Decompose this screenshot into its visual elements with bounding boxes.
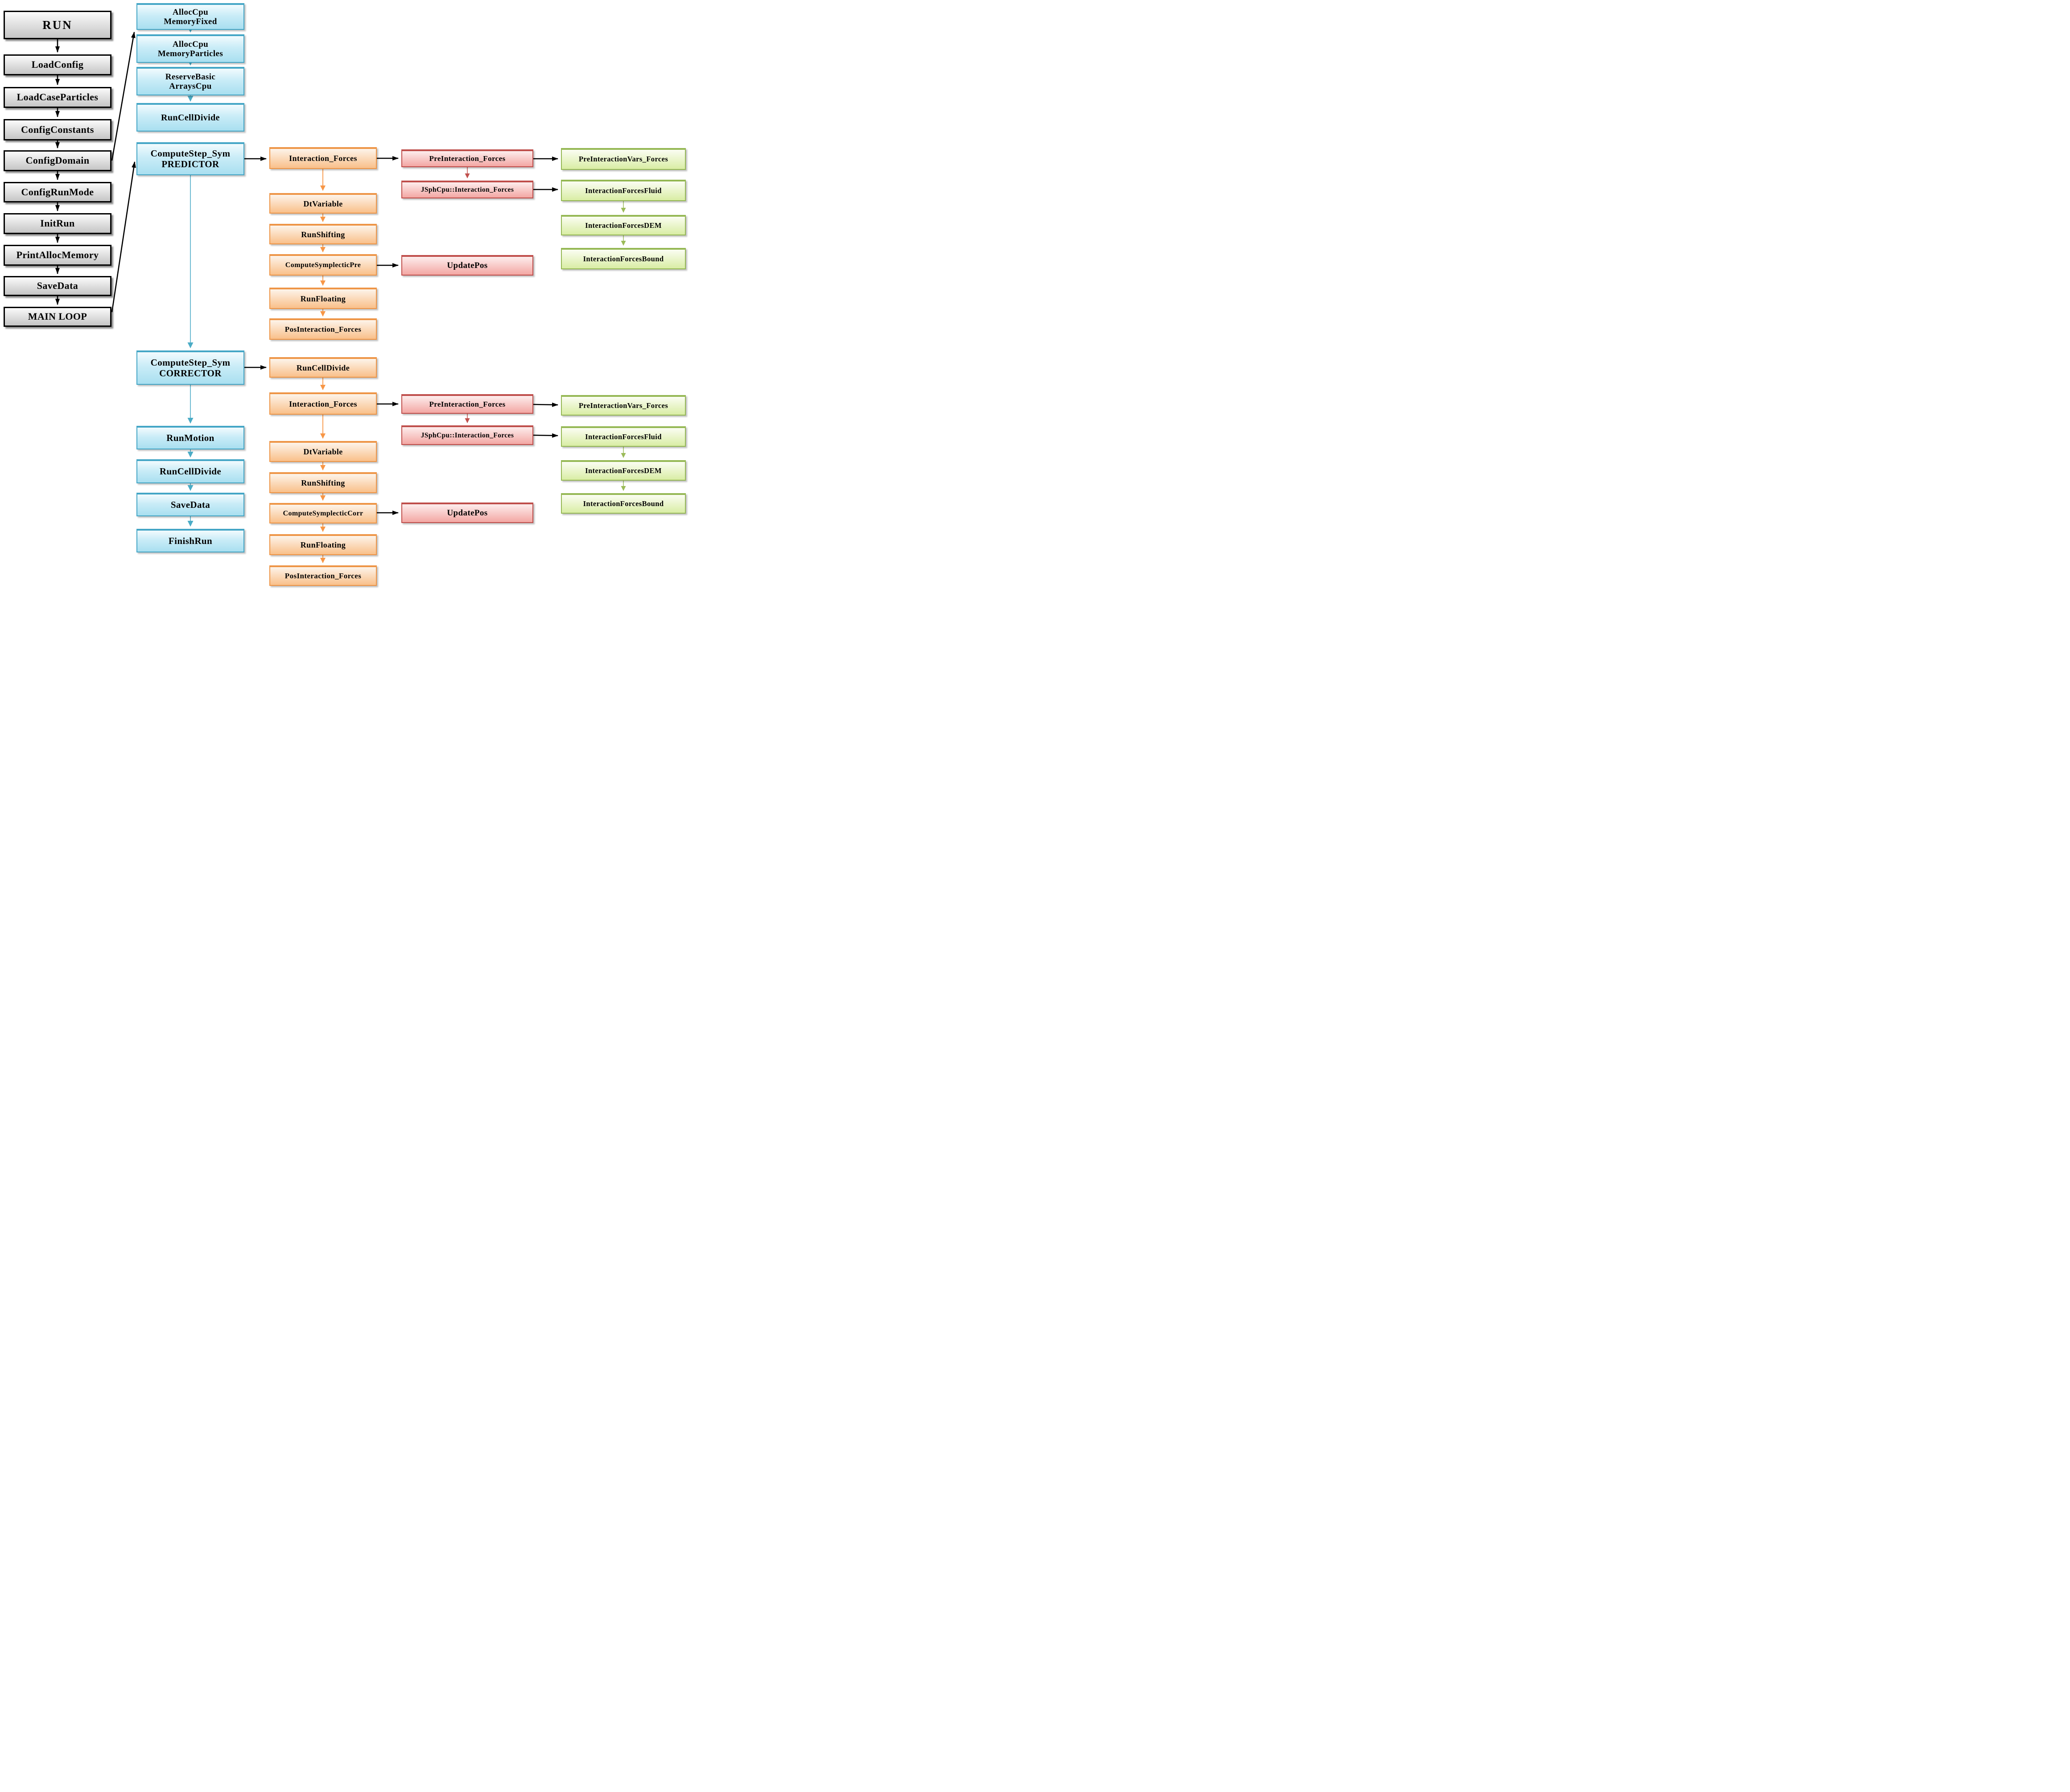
node-interaction-forces-bound-corrector: InteractionForcesBound xyxy=(561,493,686,514)
node-run-floating-corrector: RunFloating xyxy=(269,534,377,555)
node-reserve-basic-arrays-cpu: ReserveBasic ArraysCpu xyxy=(136,67,244,95)
node-save-data-final: SaveData xyxy=(136,493,244,516)
node-interaction-forces-dem-corrector: InteractionForcesDEM xyxy=(561,460,686,481)
node-alloc-cpu-memory-fixed: AllocCpu MemoryFixed xyxy=(136,3,244,30)
node-compute-step-sym-corrector: ComputeStep_Sym CORRECTOR xyxy=(136,350,244,385)
node-dt-variable-corrector: DtVariable xyxy=(269,441,377,462)
node-pre-interaction-forces-predictor: PreInteraction_Forces xyxy=(401,149,533,167)
node-interaction-forces-fluid-predictor: InteractionForcesFluid xyxy=(561,180,686,201)
arrow-mainloop-predictor xyxy=(111,161,136,313)
node-finish-run: FinishRun xyxy=(136,529,244,552)
node-config-run-mode: ConfigRunMode xyxy=(4,182,111,202)
node-load-config: LoadConfig xyxy=(4,54,111,75)
node-run-cell-divide-corrector: RunCellDivide xyxy=(269,357,377,378)
node-pos-interaction-forces-corrector: PosInteraction_Forces xyxy=(269,565,377,586)
node-pre-interaction-forces-corrector: PreInteraction_Forces xyxy=(401,394,533,414)
node-config-domain: ConfigDomain xyxy=(4,150,111,171)
arrow-preinteractionforces2-preinteractionvars2 xyxy=(533,402,558,407)
arrow-jsphcpu2-interactionforcesfluid2 xyxy=(533,433,558,438)
node-compute-symplectic-pre: ComputeSymplecticPre xyxy=(269,254,377,276)
node-run-shifting-predictor: RunShifting xyxy=(269,224,377,244)
node-load-case-particles: LoadCaseParticles xyxy=(4,87,111,108)
node-alloc-cpu-memory-particles: AllocCpu MemoryParticles xyxy=(136,34,244,63)
node-save-data: SaveData xyxy=(4,276,111,296)
node-interaction-forces-predictor: Interaction_Forces xyxy=(269,147,377,169)
node-init-run: InitRun xyxy=(4,213,111,234)
node-run-cell-divide-init: RunCellDivide xyxy=(136,103,244,132)
node-update-pos-corrector: UpdatePos xyxy=(401,503,533,523)
node-pre-interaction-vars-forces-predictor: PreInteractionVars_Forces xyxy=(561,148,686,170)
node-jsphcpu-interaction-forces-corrector: JSphCpu::Interaction_Forces xyxy=(401,425,533,445)
node-interaction-forces-corrector: Interaction_Forces xyxy=(269,392,377,415)
node-config-constants: ConfigConstants xyxy=(4,119,111,140)
node-run-motion: RunMotion xyxy=(136,426,244,449)
node-interaction-forces-bound-predictor: InteractionForcesBound xyxy=(561,248,686,269)
node-run: RUN xyxy=(4,11,111,39)
node-main-loop: MAIN LOOP xyxy=(4,307,111,327)
arrow-configdomain-alloccpu xyxy=(111,32,136,161)
node-run-shifting-corrector: RunShifting xyxy=(269,472,377,493)
node-interaction-forces-dem-predictor: InteractionForcesDEM xyxy=(561,215,686,235)
node-run-cell-divide-final: RunCellDivide xyxy=(136,459,244,483)
node-compute-step-sym-predictor: ComputeStep_Sym PREDICTOR xyxy=(136,142,244,175)
node-interaction-forces-fluid-corrector: InteractionForcesFluid xyxy=(561,426,686,447)
node-pre-interaction-vars-forces-corrector: PreInteractionVars_Forces xyxy=(561,395,686,416)
node-jsphcpu-interaction-forces-predictor: JSphCpu::Interaction_Forces xyxy=(401,181,533,198)
node-update-pos-predictor: UpdatePos xyxy=(401,255,533,276)
node-print-alloc-memory: PrintAllocMemory xyxy=(4,245,111,266)
node-pos-interaction-forces-predictor: PosInteraction_Forces xyxy=(269,318,377,340)
node-run-floating-predictor: RunFloating xyxy=(269,288,377,309)
flow-diagram: RUN LoadConfig LoadCaseParticles ConfigC… xyxy=(0,0,690,597)
node-dt-variable-predictor: DtVariable xyxy=(269,193,377,214)
node-compute-symplectic-corr: ComputeSymplecticCorr xyxy=(269,503,377,523)
